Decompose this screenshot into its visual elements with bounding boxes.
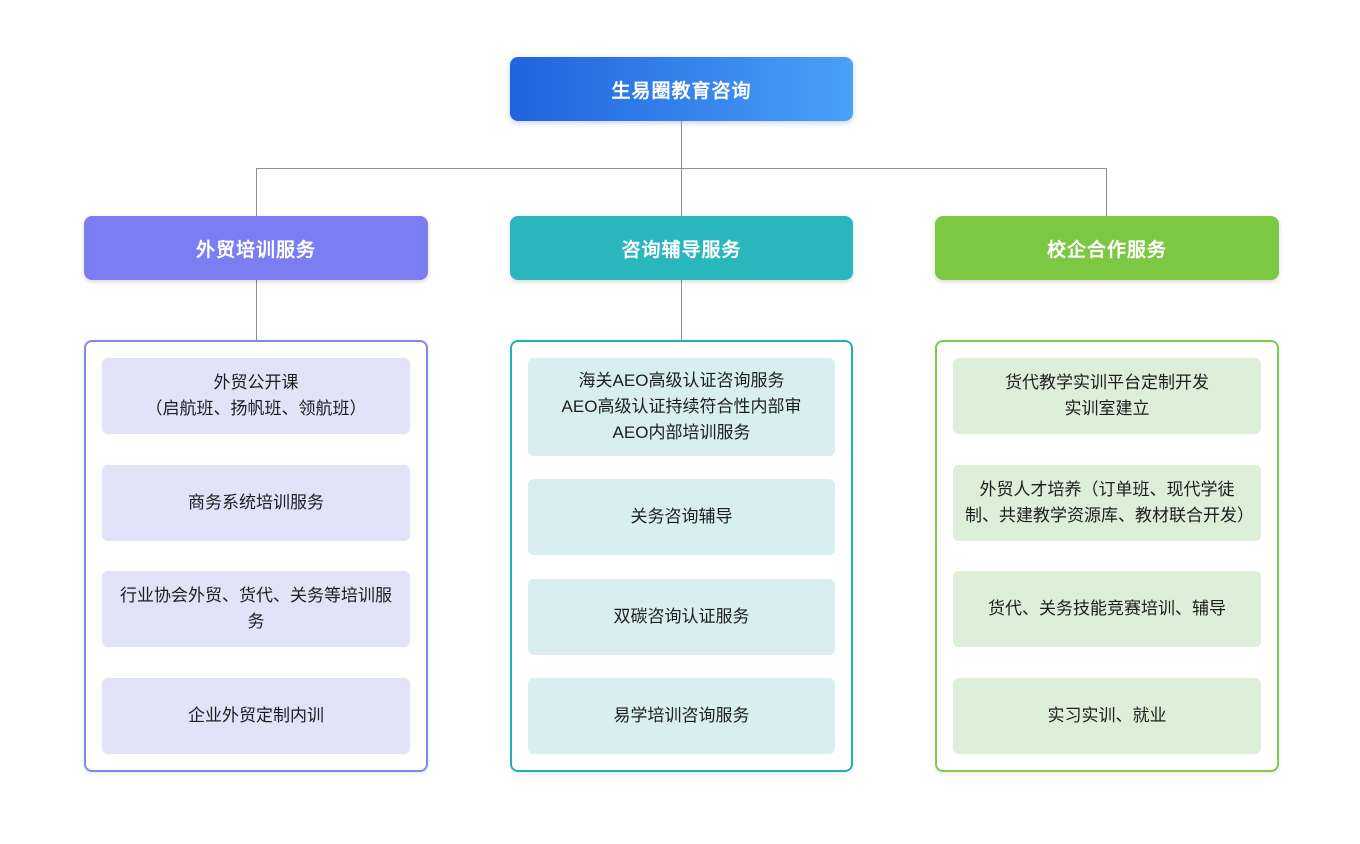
connector-drop-branch-3 [1106,168,1107,216]
root-node: 生易圈教育咨询 [510,57,853,121]
branch-panel-school-enterprise: 货代教学实训平台定制开发 实训室建立 外贸人才培养（订单班、现代学徒制、共建教学… [935,340,1279,772]
branch-header-label: 外贸培训服务 [195,239,316,261]
branch-panel-trade-training: 外贸公开课 （启航班、扬帆班、领航班） 商务系统培训服务 行业协会外贸、货代、关… [84,340,428,772]
leaf-item: 海关AEO高级认证咨询服务 AEO高级认证持续符合性内部审 AEO内部培训服务 [528,358,835,456]
leaf-item: 货代、关务技能竞赛培训、辅导 [953,571,1261,648]
leaf-item: 实习实训、就业 [953,677,1261,754]
branch-header-label: 咨询辅导服务 [621,239,742,261]
leaf-item: 商务系统培训服务 [102,464,410,541]
leaf-item: 外贸公开课 （启航班、扬帆班、领航班） [102,358,410,434]
leaf-item: 货代教学实训平台定制开发 实训室建立 [953,358,1261,434]
connector-header-panel-2 [681,280,682,340]
branch-header-trade-training: 外贸培训服务 [84,216,428,280]
leaf-item: 双碳咨询认证服务 [528,578,835,655]
connector-header-panel-1 [256,280,257,340]
connector-drop-branch-1 [256,168,257,216]
connector-drop-branch-2 [681,168,682,216]
leaf-item: 易学培训咨询服务 [528,677,835,754]
leaf-item: 外贸人才培养（订单班、现代学徒制、共建教学资源库、教材联合开发） [953,464,1261,541]
root-node-label: 生易圈教育咨询 [611,80,752,102]
leaf-item: 关务咨询辅导 [528,479,835,556]
leaf-item: 行业协会外贸、货代、关务等培训服务 [102,571,410,648]
branch-header-consulting: 咨询辅导服务 [510,216,853,280]
leaf-item: 企业外贸定制内训 [102,677,410,754]
connector-root-stem [681,121,682,168]
branch-panel-consulting: 海关AEO高级认证咨询服务 AEO高级认证持续符合性内部审 AEO内部培训服务 … [510,340,853,772]
branch-header-school-enterprise: 校企合作服务 [935,216,1279,280]
branch-header-label: 校企合作服务 [1046,239,1167,261]
